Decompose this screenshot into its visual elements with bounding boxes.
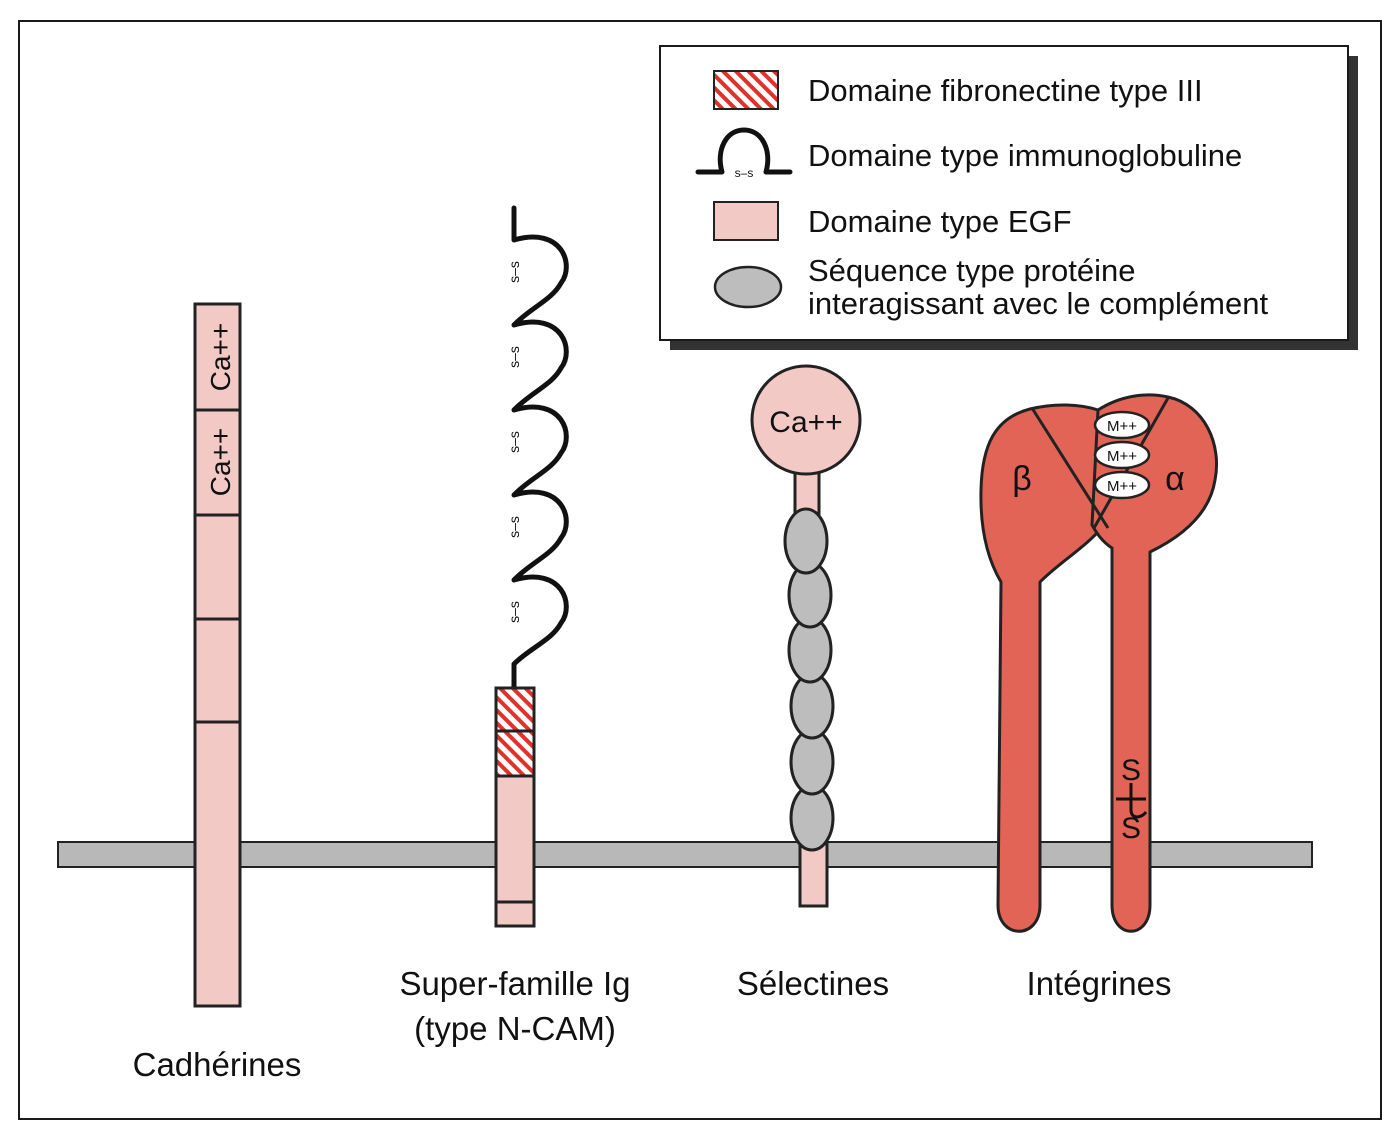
selectin-calcium: Ca++ bbox=[769, 406, 842, 439]
legend-complement-line2: interagissant avec le complément bbox=[808, 286, 1268, 321]
integrin-sulfur-top: S bbox=[1121, 754, 1141, 787]
disulfide-bond-3: s–s bbox=[506, 431, 522, 453]
cadherin-calcium-2: Ca++ bbox=[205, 428, 236, 497]
integrin-label: Intégrines bbox=[1027, 965, 1172, 1002]
cell-membrane bbox=[57, 841, 1313, 868]
legend-fibronectin-label: Domaine fibronectine type III bbox=[808, 73, 1203, 108]
complement-domain-5 bbox=[789, 728, 835, 796]
ig-superfamily-label-line1: Super-famille Ig bbox=[399, 965, 630, 1002]
complement-domain-6 bbox=[789, 784, 835, 852]
metal-ion-site-2 bbox=[1093, 440, 1151, 470]
metal-ion-site-1 bbox=[1093, 410, 1151, 440]
fibronectin-swatch bbox=[713, 70, 779, 110]
selectin-label: Sélectines bbox=[737, 965, 889, 1002]
metal-ion-label-1: M++ bbox=[1107, 418, 1137, 435]
cadherin-calcium-1: Ca++ bbox=[205, 323, 236, 392]
disulfide-bond-2: s–s bbox=[506, 346, 522, 368]
complement-swatch bbox=[713, 265, 783, 309]
svg-text:s–s: s–s bbox=[735, 166, 754, 180]
integrin-sulfur-bottom: S bbox=[1121, 812, 1141, 845]
egf-swatch bbox=[713, 201, 779, 241]
complement-domain-1 bbox=[783, 507, 829, 575]
fibronectin-domain-1 bbox=[494, 686, 536, 733]
legend-egf-label: Domaine type EGF bbox=[808, 204, 1072, 239]
integrin-alpha-subunit bbox=[1090, 393, 1218, 933]
disulfide-bond-1: s–s bbox=[506, 261, 522, 283]
fibronectin-domain-2 bbox=[494, 729, 536, 778]
selectin-molecule: Ca++ bbox=[750, 364, 862, 908]
integrin-alpha-label: α bbox=[1165, 460, 1185, 498]
figure-frame bbox=[18, 20, 1382, 1120]
immunoglobulin-loop-icon: s–s bbox=[695, 127, 793, 180]
legend: Domaine fibronectine type III s–s Domain… bbox=[659, 45, 1358, 350]
selectin-lectin-head bbox=[750, 364, 862, 476]
integrin-beta-subunit bbox=[979, 403, 1110, 933]
integrin-molecule: M++ M++ M++ β α S S bbox=[979, 393, 1218, 933]
ncam-molecule: s–s s–s s–s s–s s–s bbox=[494, 205, 569, 928]
complement-domain-4 bbox=[789, 672, 835, 740]
cadherin-molecule: Ca++ Ca++ bbox=[193, 302, 242, 1008]
metal-ion-site-3 bbox=[1093, 470, 1151, 500]
ig-superfamily-label-line2: (type N-CAM) bbox=[414, 1010, 616, 1047]
disulfide-bond-4: s–s bbox=[506, 516, 522, 538]
metal-ion-label-2: M++ bbox=[1107, 448, 1137, 465]
disulfide-bond-5: s–s bbox=[506, 601, 522, 623]
cadherin-label: Cadhérines bbox=[133, 1046, 302, 1083]
legend-immunoglobulin-label: Domaine type immunoglobuline bbox=[808, 138, 1242, 173]
legend-complement-line1: Séquence type protéine bbox=[808, 253, 1135, 288]
metal-ion-label-3: M++ bbox=[1107, 478, 1137, 495]
integrin-beta-label: β bbox=[1012, 460, 1032, 498]
